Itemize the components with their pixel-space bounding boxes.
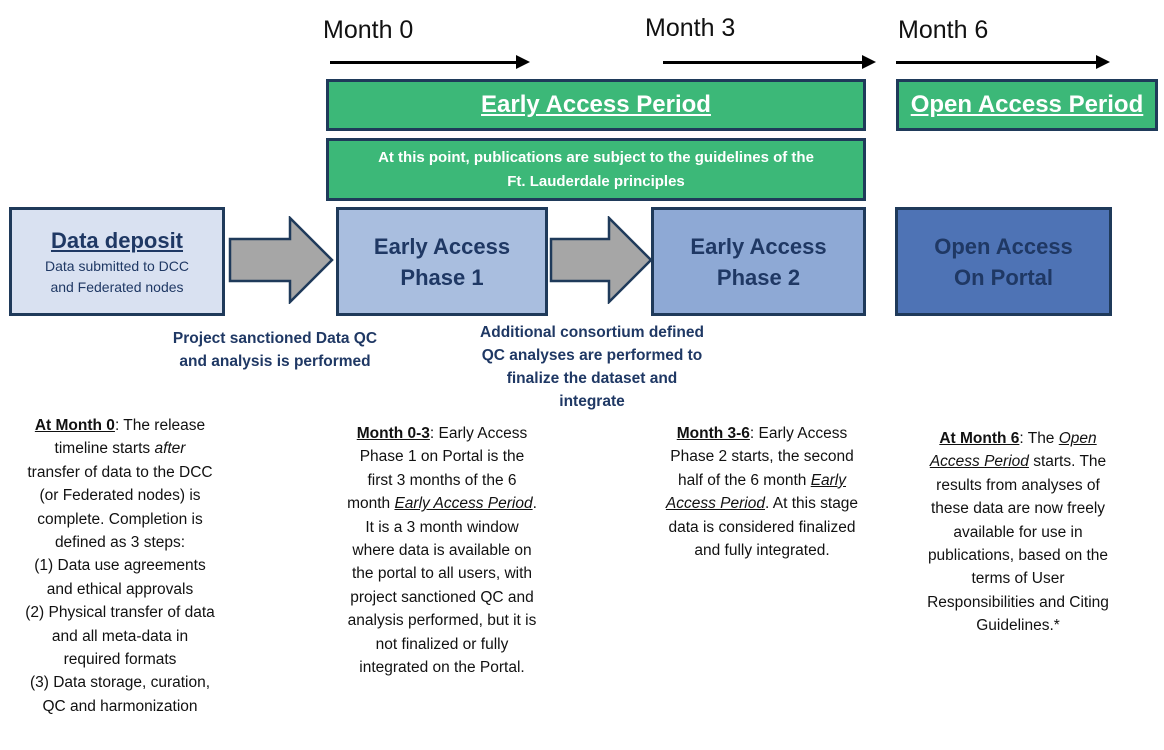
early-access-phase-2-box: Early Access Phase 2 [651, 207, 866, 316]
month-6-l4: these data are now freely [930, 500, 1106, 518]
timeline-arrow-1 [330, 52, 530, 72]
guidelines-line-1: At this point, publications are subject … [378, 148, 814, 166]
month-0-l1: : The release [114, 417, 206, 434]
qc-note-project: Project sanctioned Data QC and analysis … [150, 327, 400, 373]
month-0-l10: and all meta-data in [51, 627, 189, 645]
open-access-title-1: Open Access [934, 233, 1073, 259]
month-3-6-l1: : Early Access [749, 425, 848, 442]
flow-arrow-2 [549, 216, 653, 304]
month-3-6-l3a: half of the 6 month [677, 471, 811, 489]
month-6-l2b: starts. The [1028, 453, 1107, 471]
month-6-l9: Guidelines.* [976, 617, 1060, 635]
data-deposit-title: Data deposit [50, 228, 184, 253]
month-0-3-l9: analysis performed, but it is [347, 612, 537, 630]
month-0-l2i: after [154, 440, 186, 458]
open-access-portal-box: Open Access On Portal [895, 207, 1112, 316]
qc-note-project-line-1: Project sanctioned Data QC [172, 330, 378, 347]
month-3-6-description: Month 3-6: Early Access Phase 2 starts, … [642, 422, 882, 562]
month-3-6-l4b: . At this stage [765, 495, 859, 513]
month-0-3-l11: integrated on the Portal. [359, 659, 525, 677]
qc-note-consortium-line-3: finalize the dataset and [506, 370, 678, 387]
month-0-3-l4b: . [532, 495, 537, 513]
month-6-l5: available for use in [953, 523, 1083, 541]
qc-note-consortium: Additional consortium defined QC analyse… [452, 321, 732, 413]
qc-note-consortium-line-2: QC analyses are performed to [481, 347, 703, 364]
month-0-l13: QC and harmonization [42, 697, 198, 715]
month-0-l9: (2) Physical transfer of data [25, 604, 215, 622]
month-3-label: Month 3 [645, 14, 736, 42]
month-0-3-heading: Month 0-3 [356, 425, 430, 442]
month-0-l8: and ethical approvals [46, 580, 194, 598]
month-0-heading: At Month 0 [34, 417, 115, 434]
phase-1-title-1: Early Access [373, 233, 511, 259]
month-6-l7: terms of User [971, 570, 1065, 588]
month-3-6-l3i: Early [810, 471, 847, 489]
phase-2-title-1: Early Access [690, 233, 827, 259]
month-0-3-l3: first 3 months of the 6 [367, 471, 517, 489]
timeline-arrow-2 [663, 52, 876, 72]
month-0-3-l10: not finalized or fully [375, 635, 509, 653]
phase-1-title-2: Phase 1 [400, 264, 484, 290]
qc-note-consortium-line-4: integrate [559, 393, 625, 410]
month-0-description: At Month 0: The release timeline starts … [2, 414, 238, 718]
open-access-title-2: On Portal [953, 264, 1053, 290]
month-6-l1a: : The [1019, 430, 1059, 447]
month-6-heading: At Month 6 [939, 430, 1020, 447]
month-0-l6: defined as 3 steps: [54, 534, 186, 552]
month-6-l1i: Open [1058, 430, 1097, 447]
month-0-l4: (or Federated nodes) is [39, 487, 201, 505]
month-0-l5: complete. Completion is [37, 510, 203, 528]
qc-note-consortium-line-1: Additional consortium defined [480, 324, 704, 341]
month-3-6-l6: and fully integrated. [694, 542, 830, 560]
month-0-l7: (1) Data use agreements [34, 557, 206, 575]
data-deposit-box: Data deposit Data submitted to DCC and F… [9, 207, 225, 316]
month-0-label: Month 0 [323, 16, 414, 44]
month-0-l12: (3) Data storage, curation, [29, 674, 211, 692]
month-0-3-l8: project sanctioned QC and [350, 588, 534, 606]
publication-guidelines-note: At this point, publications are subject … [326, 138, 866, 201]
month-0-3-l4a: month [347, 495, 395, 513]
early-access-period-bar: Early Access Period [326, 79, 866, 131]
month-6-l3: results from analyses of [936, 476, 1100, 494]
flow-arrow-1 [228, 216, 334, 304]
month-0-3-l5: It is a 3 month window [365, 518, 519, 536]
month-0-3-l6: where data is available on [352, 542, 532, 560]
month-6-description: At Month 6: The Open Access Period start… [898, 427, 1138, 638]
timeline-arrow-3 [896, 52, 1110, 72]
month-6-l8: Responsibilities and Citing [927, 593, 1109, 611]
month-3-6-l5: data is considered finalized [668, 518, 856, 536]
month-3-6-heading: Month 3-6 [676, 425, 750, 442]
month-3-6-l2: Phase 2 starts, the second [670, 448, 854, 466]
phase-2-title-2: Phase 2 [716, 264, 801, 290]
month-0-l2a: timeline starts [54, 440, 155, 458]
data-deposit-sub-2: and Federated nodes [50, 279, 184, 295]
data-deposit-sub-1: Data submitted to DCC [45, 258, 189, 274]
guidelines-line-2: Ft. Lauderdale principles [507, 172, 685, 190]
month-3-6-l4i: Access Period [665, 495, 765, 513]
month-0-l3: transfer of data to the DCC [27, 463, 213, 481]
month-0-3-l7: the portal to all users, with [351, 565, 533, 583]
month-0-l11: required formats [63, 651, 177, 669]
month-6-l2i: Access Period [929, 453, 1029, 471]
month-6-label: Month 6 [898, 16, 989, 44]
month-0-3-l4i: Early Access Period [394, 495, 533, 513]
qc-note-project-line-2: and analysis is performed [179, 353, 371, 370]
early-access-phase-1-box: Early Access Phase 1 [336, 207, 548, 316]
open-access-period-bar: Open Access Period [896, 79, 1158, 131]
month-0-3-l2: Phase 1 on Portal is the [359, 448, 525, 466]
month-0-3-l1: : Early Access [429, 425, 528, 442]
month-0-3-description: Month 0-3: Early Access Phase 1 on Porta… [322, 422, 562, 679]
month-6-l6: publications, based on the [927, 547, 1109, 565]
